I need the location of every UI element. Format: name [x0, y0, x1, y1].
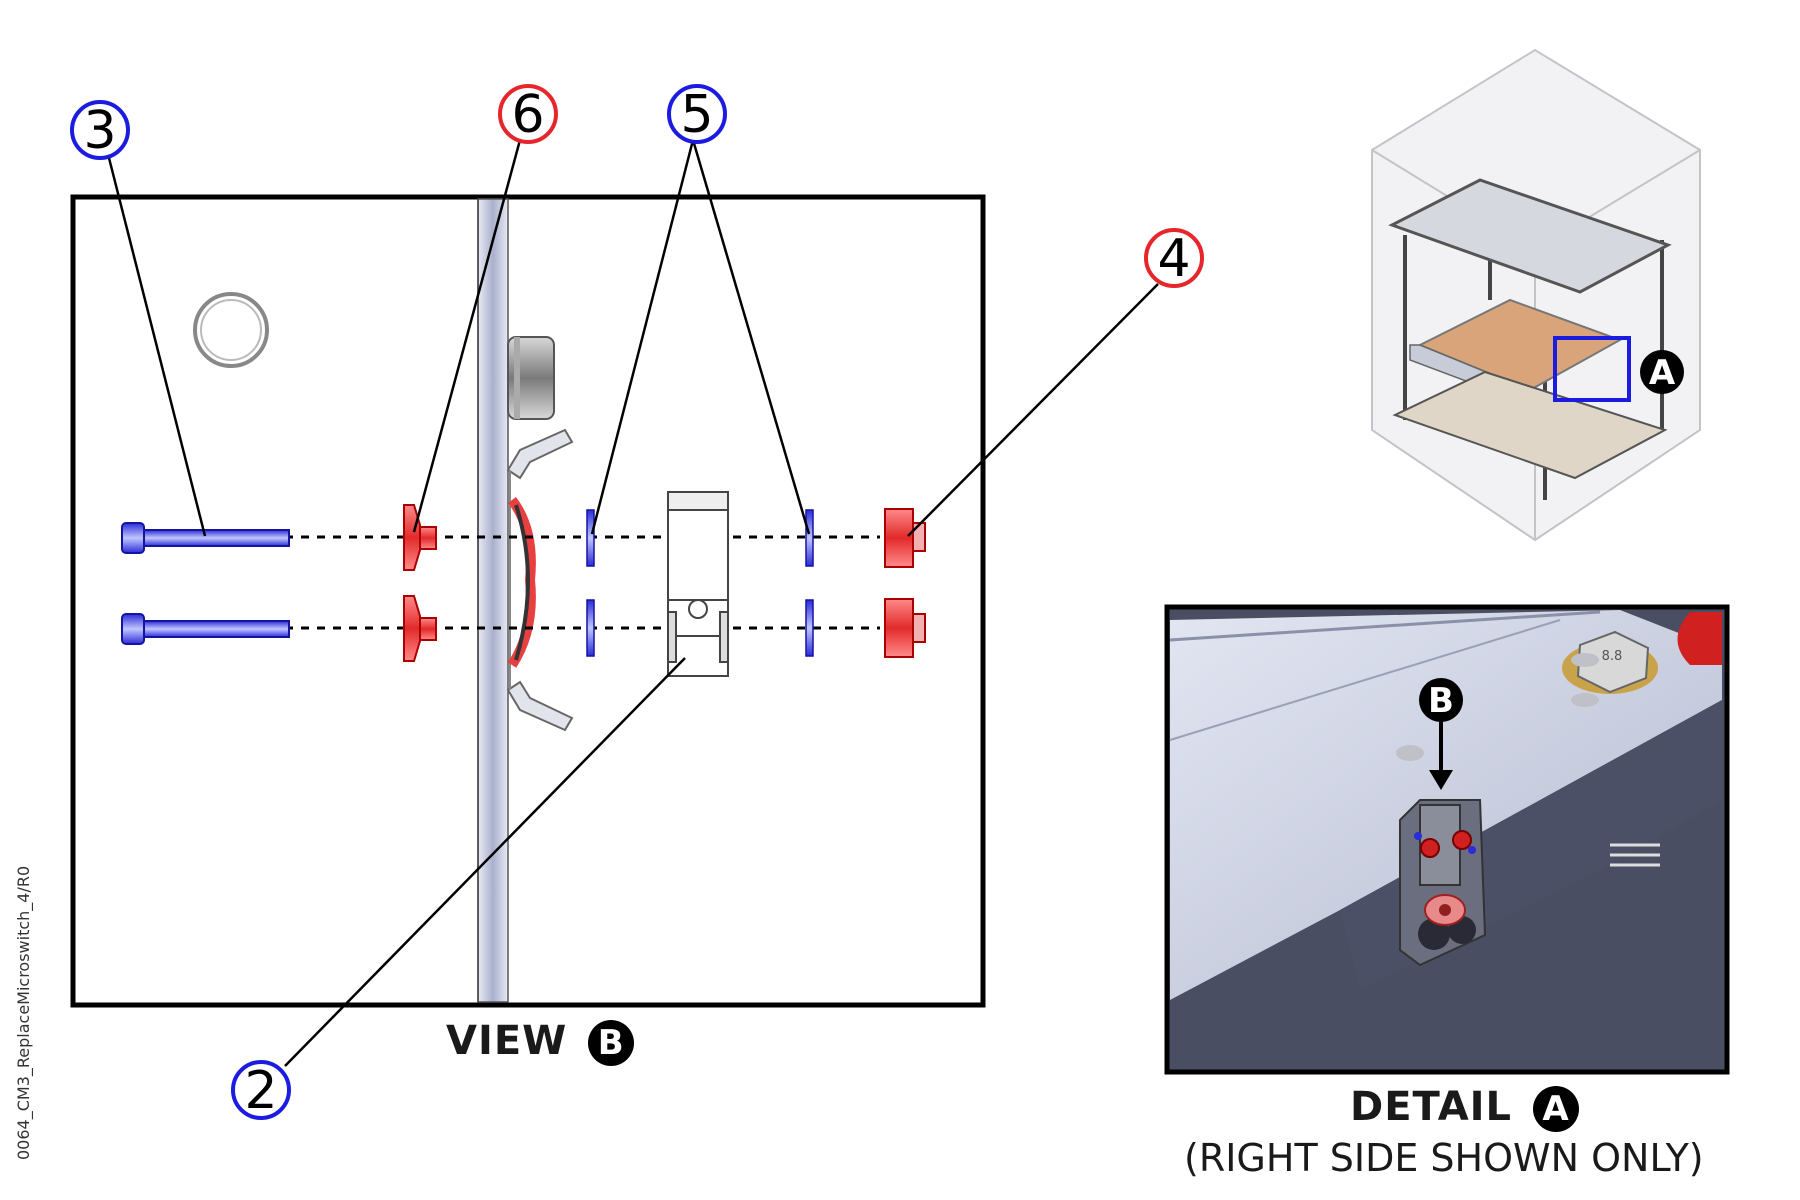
washer-right-bottom [805, 599, 814, 657]
marker-a: A [1640, 350, 1684, 394]
svg-text:B: B [1428, 681, 1454, 721]
washer-right-top [805, 509, 814, 567]
svg-text:8.8: 8.8 [1602, 649, 1623, 664]
svg-text:2: 2 [244, 1061, 277, 1121]
washer-left-top [586, 509, 595, 567]
detail-a: 8.8 B [1164, 604, 1730, 1075]
guide-rod [477, 198, 509, 1003]
view-word: VIEW [446, 1018, 568, 1064]
svg-text:A: A [1649, 353, 1676, 393]
spacer-bottom [403, 595, 437, 662]
view-b-caption: VIEW B [446, 1018, 635, 1066]
washer-left-bottom [586, 599, 595, 657]
view-letter-badge: B [588, 1020, 635, 1066]
detail-a-marker [1553, 336, 1631, 402]
nut-bottom [884, 598, 926, 658]
detail-letter-badge: A [1532, 1086, 1579, 1132]
callout-4: 4 [1144, 228, 1204, 289]
mounting-hole [193, 292, 269, 368]
view-b: 3 6 5 4 2 [70, 84, 1204, 1121]
bracket [506, 428, 574, 732]
detail-a-caption: DETAIL A [1350, 1084, 1579, 1132]
bolt-top [121, 522, 290, 554]
drawing-id: 0064_CM3_ReplaceMicroswitch_4/R0 [14, 865, 33, 1160]
callout-2: 2 [231, 1060, 291, 1121]
microswitch [667, 491, 729, 677]
printer-overview: A [1371, 48, 1701, 542]
svg-text:3: 3 [83, 101, 116, 161]
bushing [507, 336, 555, 420]
callout-5: 5 [667, 84, 727, 145]
bolt-bottom [121, 613, 290, 645]
marker-b: B [1419, 678, 1463, 722]
leader-lines [107, 139, 1159, 1067]
detail-word: DETAIL [1350, 1084, 1513, 1130]
svg-text:4: 4 [1157, 229, 1190, 289]
detail-microswitch [1399, 799, 1487, 967]
detail-note: (RIGHT SIDE SHOWN ONLY) [1184, 1136, 1704, 1180]
callout-6: 6 [498, 84, 558, 145]
callout-3: 3 [70, 100, 130, 161]
svg-text:5: 5 [680, 85, 713, 145]
nut-top [884, 508, 926, 568]
svg-text:6: 6 [511, 85, 544, 145]
